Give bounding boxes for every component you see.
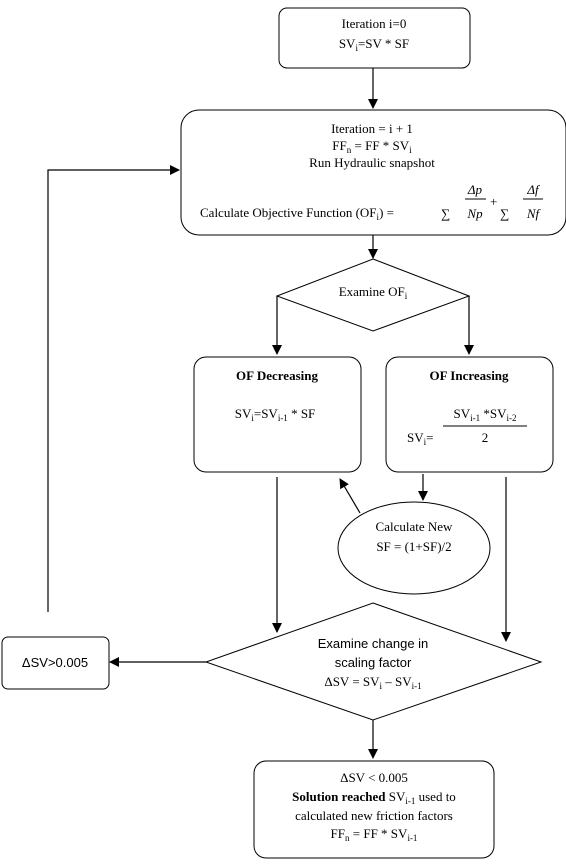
fraction-1-numerator: Δp: [467, 182, 483, 197]
arrow-loop-back-to-iterate: [47, 165, 180, 612]
loop-back-label: ΔSV>0.005: [22, 655, 88, 670]
fraction-1-denominator: Np: [466, 206, 483, 221]
of-increasing-lhs: SVi=: [407, 430, 433, 447]
calculate-new-node: Calculate New SF = (1+SF)/2: [337, 501, 491, 595]
fraction-2-denominator: Nf: [526, 206, 542, 221]
sum-symbol-1: ∑: [441, 206, 450, 221]
examine-of-label: Examine OFi: [339, 284, 408, 301]
solution-line4: FFn = FF * SVi-1: [331, 826, 418, 843]
objective-function-formula: ∑ Δp Np + ∑ Δf Nf: [441, 182, 543, 221]
examine-of-decision: Examine OFi: [275, 258, 471, 332]
arrow-calc-new-to-of-decreasing: [339, 478, 361, 514]
examine-change-decision: Examine change in scaling factor ΔSV = S…: [204, 602, 543, 721]
examine-change-line1: Examine change in: [318, 636, 429, 651]
loop-back-node: ΔSV>0.005: [1, 636, 110, 690]
solution-line2: Solution reached SVi-1 used to: [292, 789, 456, 806]
of-decreasing-title: OF Decreasing: [236, 368, 318, 383]
examine-change-line3: ΔSV = SVi – SVi-1: [324, 674, 421, 691]
examine-change-line2: scaling factor: [335, 655, 412, 670]
fraction-2-numerator: Δf: [526, 182, 541, 197]
of-increasing-node: OF Increasing SVi-1 *SVi-2 SVi= 2: [385, 356, 554, 473]
iterate-line1: Iteration = i + 1: [331, 121, 413, 136]
start-line2: SVi=SV * SF: [339, 36, 409, 53]
of-decreasing-equation: SVi=SVi-1 * SF: [235, 406, 316, 423]
iterate-line3: Run Hydraulic snapshot: [309, 155, 435, 170]
of-increasing-denominator: 2: [482, 430, 489, 445]
calc-new-line2: SF = (1+SF)/2: [376, 539, 451, 554]
iterate-line4: Calculate Objective Function (OFi) =: [200, 205, 394, 222]
solution-line3: calculated new friction factors: [295, 808, 453, 823]
sum-symbol-2: ∑: [500, 206, 509, 221]
plus-sign: +: [490, 194, 497, 209]
of-decreasing-node: OF Decreasing SVi=SVi-1 * SF: [193, 356, 362, 473]
solution-node: ΔSV < 0.005 Solution reached SVi-1 used …: [253, 760, 495, 859]
of-increasing-title: OF Increasing: [429, 368, 509, 383]
calc-new-line1: Calculate New: [376, 519, 453, 534]
iterate-node: Iteration = i + 1 FFn = FF * SVi Run Hyd…: [180, 109, 566, 236]
start-line1: Iteration i=0: [342, 16, 407, 31]
iterate-line2: FFn = FF * SVi: [332, 138, 412, 155]
of-increasing-numerator: SVi-1 *SVi-2: [454, 406, 517, 423]
connectors: [47, 68, 511, 759]
start-node: Iteration i=0 SVi=SV * SF: [278, 7, 471, 69]
solution-line1: ΔSV < 0.005: [340, 770, 408, 785]
